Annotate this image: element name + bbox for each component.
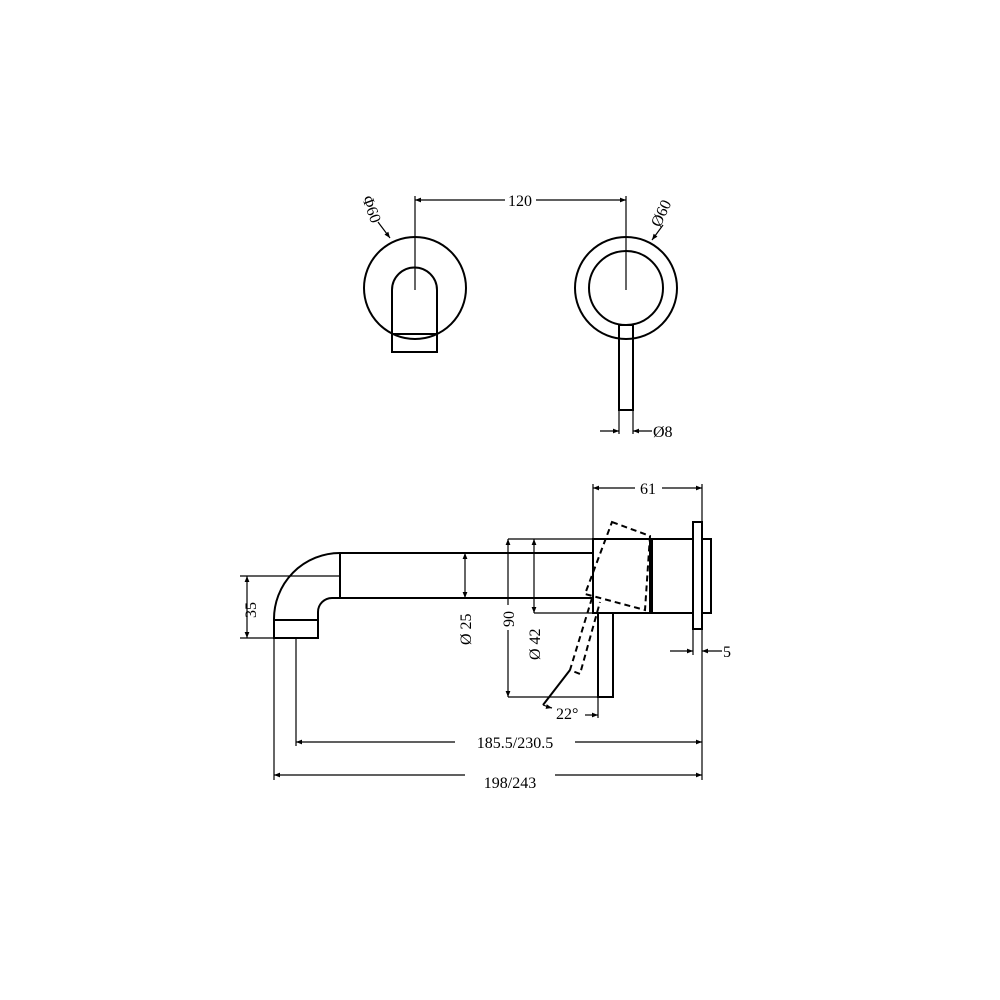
dimension-90: 90 — [501, 538, 598, 698]
dimension-spout-diameter: Ø 25 — [458, 553, 475, 645]
dimension-body-diameter: Ø 42 — [527, 539, 598, 660]
dimension-5: 5 — [670, 629, 731, 661]
dimension-22-degrees: 22° — [542, 697, 599, 723]
lever-angle-label: 22° — [556, 706, 578, 723]
spacing-label: 120 — [508, 193, 532, 210]
overall-length-label: 198/243 — [484, 775, 536, 792]
side-view: 61 5 Ø 25 90 Ø 42 35 — [240, 481, 731, 792]
mixer-body — [592, 521, 712, 698]
spout-reach-label: 185.5/230.5 — [477, 735, 553, 752]
lever-alternate-position — [542, 520, 652, 706]
dimension-mixer-plate-diameter: Ø60 — [648, 198, 675, 241]
spout-drop-label: 35 — [243, 602, 260, 618]
dimension-spout-reach: 185.5/230.5 — [295, 638, 702, 752]
lever — [597, 612, 614, 698]
body-diameter-label: Ø 42 — [527, 628, 544, 660]
dimension-spout-plate-diameter: Φ60 — [358, 194, 391, 239]
spout-plate-diameter-label: Φ60 — [358, 194, 383, 226]
lever-diameter-label: Ø8 — [653, 424, 673, 441]
mixer-plate-diameter-label: Ø60 — [648, 198, 675, 230]
dimension-lever-diameter: Ø8 — [600, 410, 673, 441]
dimension-61: 61 — [592, 481, 703, 780]
spout — [272, 552, 593, 639]
dimension-overall-length: 198/243 — [273, 638, 702, 792]
mixer-depth-label: 61 — [640, 481, 656, 498]
dimension-120: 120 — [414, 193, 627, 290]
front-view: 120 Φ60 Ø60 Ø8 — [358, 193, 678, 441]
body-height-label: 90 — [501, 611, 518, 627]
dimension-35: 35 — [240, 575, 340, 639]
plate-thickness-label: 5 — [723, 644, 731, 661]
spout-diameter-label: Ø 25 — [458, 613, 475, 645]
